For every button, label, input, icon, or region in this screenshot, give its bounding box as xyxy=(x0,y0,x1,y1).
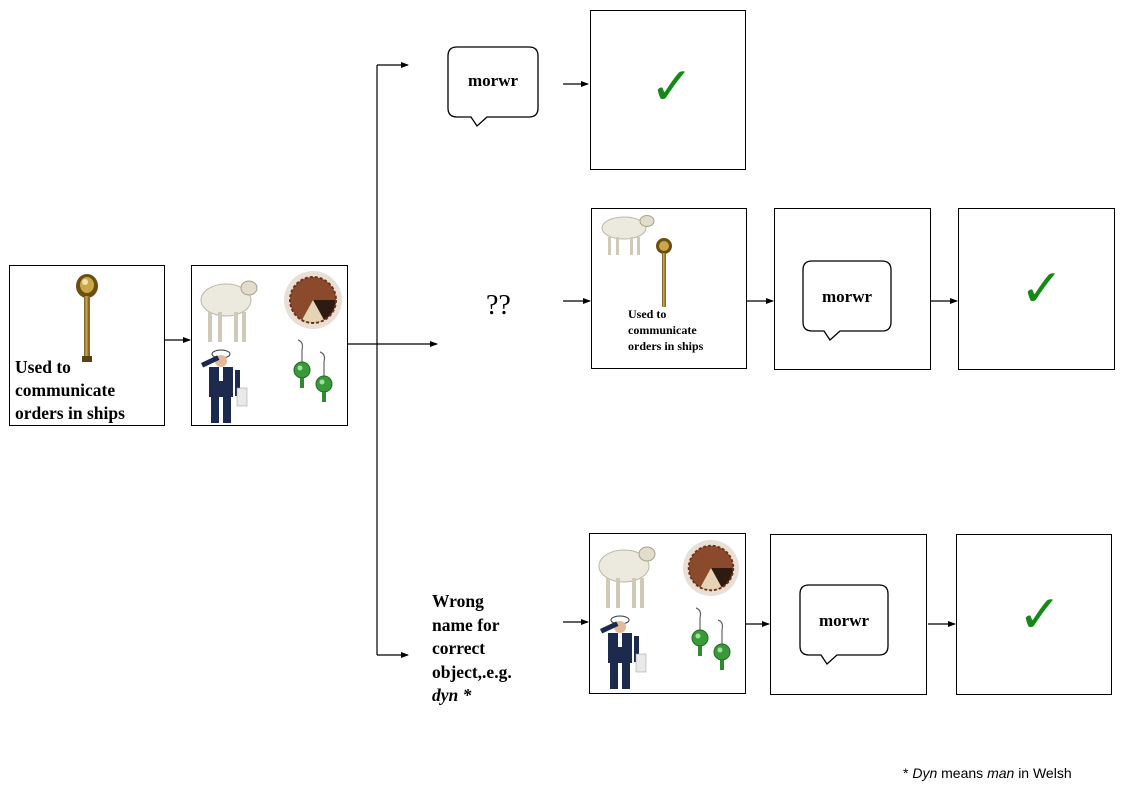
start-caption-line-1: Used to xyxy=(15,357,71,377)
footnote-means: means xyxy=(941,765,984,781)
speech-word-top: morwr xyxy=(467,71,519,90)
checkmark-icon: ✓ xyxy=(650,57,694,117)
result-card-middle: ✓ xyxy=(958,208,1115,370)
ship-telegraph-icon xyxy=(656,238,672,307)
wrong-prompt-line-4: object,.e.g. xyxy=(432,661,512,682)
speech-bubble-bottom: morwr xyxy=(799,584,889,666)
wrong-prompt-line-3: correct xyxy=(432,638,486,658)
start-caption-line-2: communicate xyxy=(15,380,116,400)
wrong-name-prompt: Wrong name for correct object,.e.g. dyn … xyxy=(432,590,512,708)
sheep-icon xyxy=(601,215,655,255)
speech-bubble-middle: morwr xyxy=(802,260,892,342)
cake-icon xyxy=(284,271,342,329)
footnote-star: * xyxy=(903,765,909,781)
sheep-icon xyxy=(200,280,258,342)
speech-bubble-outline xyxy=(799,584,889,665)
speech-word-middle: morwr xyxy=(821,287,873,306)
footnote-gloss: man xyxy=(987,765,1015,781)
choices-card-bottom xyxy=(589,533,746,694)
cake-icon xyxy=(682,539,740,597)
footnote-tail: in Welsh xyxy=(1018,765,1072,781)
speech-bubble-outline xyxy=(802,260,892,341)
speech-card-middle: morwr xyxy=(774,208,931,370)
choices-card xyxy=(191,265,348,426)
wrong-prompt-line-2: name for xyxy=(432,614,500,635)
earrings-icon xyxy=(293,339,333,402)
wrong-prompt-line-1: Wrong xyxy=(432,591,484,611)
middle-caption-line-1: Used to xyxy=(628,307,667,321)
start-caption-line-3: orders in ships xyxy=(15,403,125,423)
sailor-icon xyxy=(599,615,647,689)
result-card-bottom: ✓ xyxy=(956,534,1112,695)
speech-card-bottom: morwr xyxy=(770,534,927,695)
middle-caption-line-3: orders in ships xyxy=(628,339,704,353)
speech-word-bottom: morwr xyxy=(818,611,870,630)
result-card-top: ✓ xyxy=(590,10,746,170)
checkmark-icon: ✓ xyxy=(1020,259,1064,319)
middle-caption-line-2: communicate xyxy=(628,323,697,337)
start-card: Used to communicate orders in ships xyxy=(9,265,165,426)
footnote: * Dyn means man in Welsh xyxy=(903,765,1072,781)
speech-bubble-top: morwr xyxy=(447,46,539,128)
sailor-icon xyxy=(200,349,248,423)
wrong-prompt-example: dyn * xyxy=(432,685,472,705)
earrings-icon xyxy=(691,607,731,670)
speech-bubble-outline xyxy=(447,46,539,127)
ship-telegraph-icon xyxy=(76,274,98,362)
telegraph-card-middle: Used to communicate orders in ships xyxy=(591,208,747,369)
sheep-icon xyxy=(598,546,656,608)
footnote-word: Dyn xyxy=(912,765,938,781)
checkmark-icon: ✓ xyxy=(1018,585,1062,645)
unknown-prompt: ?? xyxy=(486,290,511,321)
